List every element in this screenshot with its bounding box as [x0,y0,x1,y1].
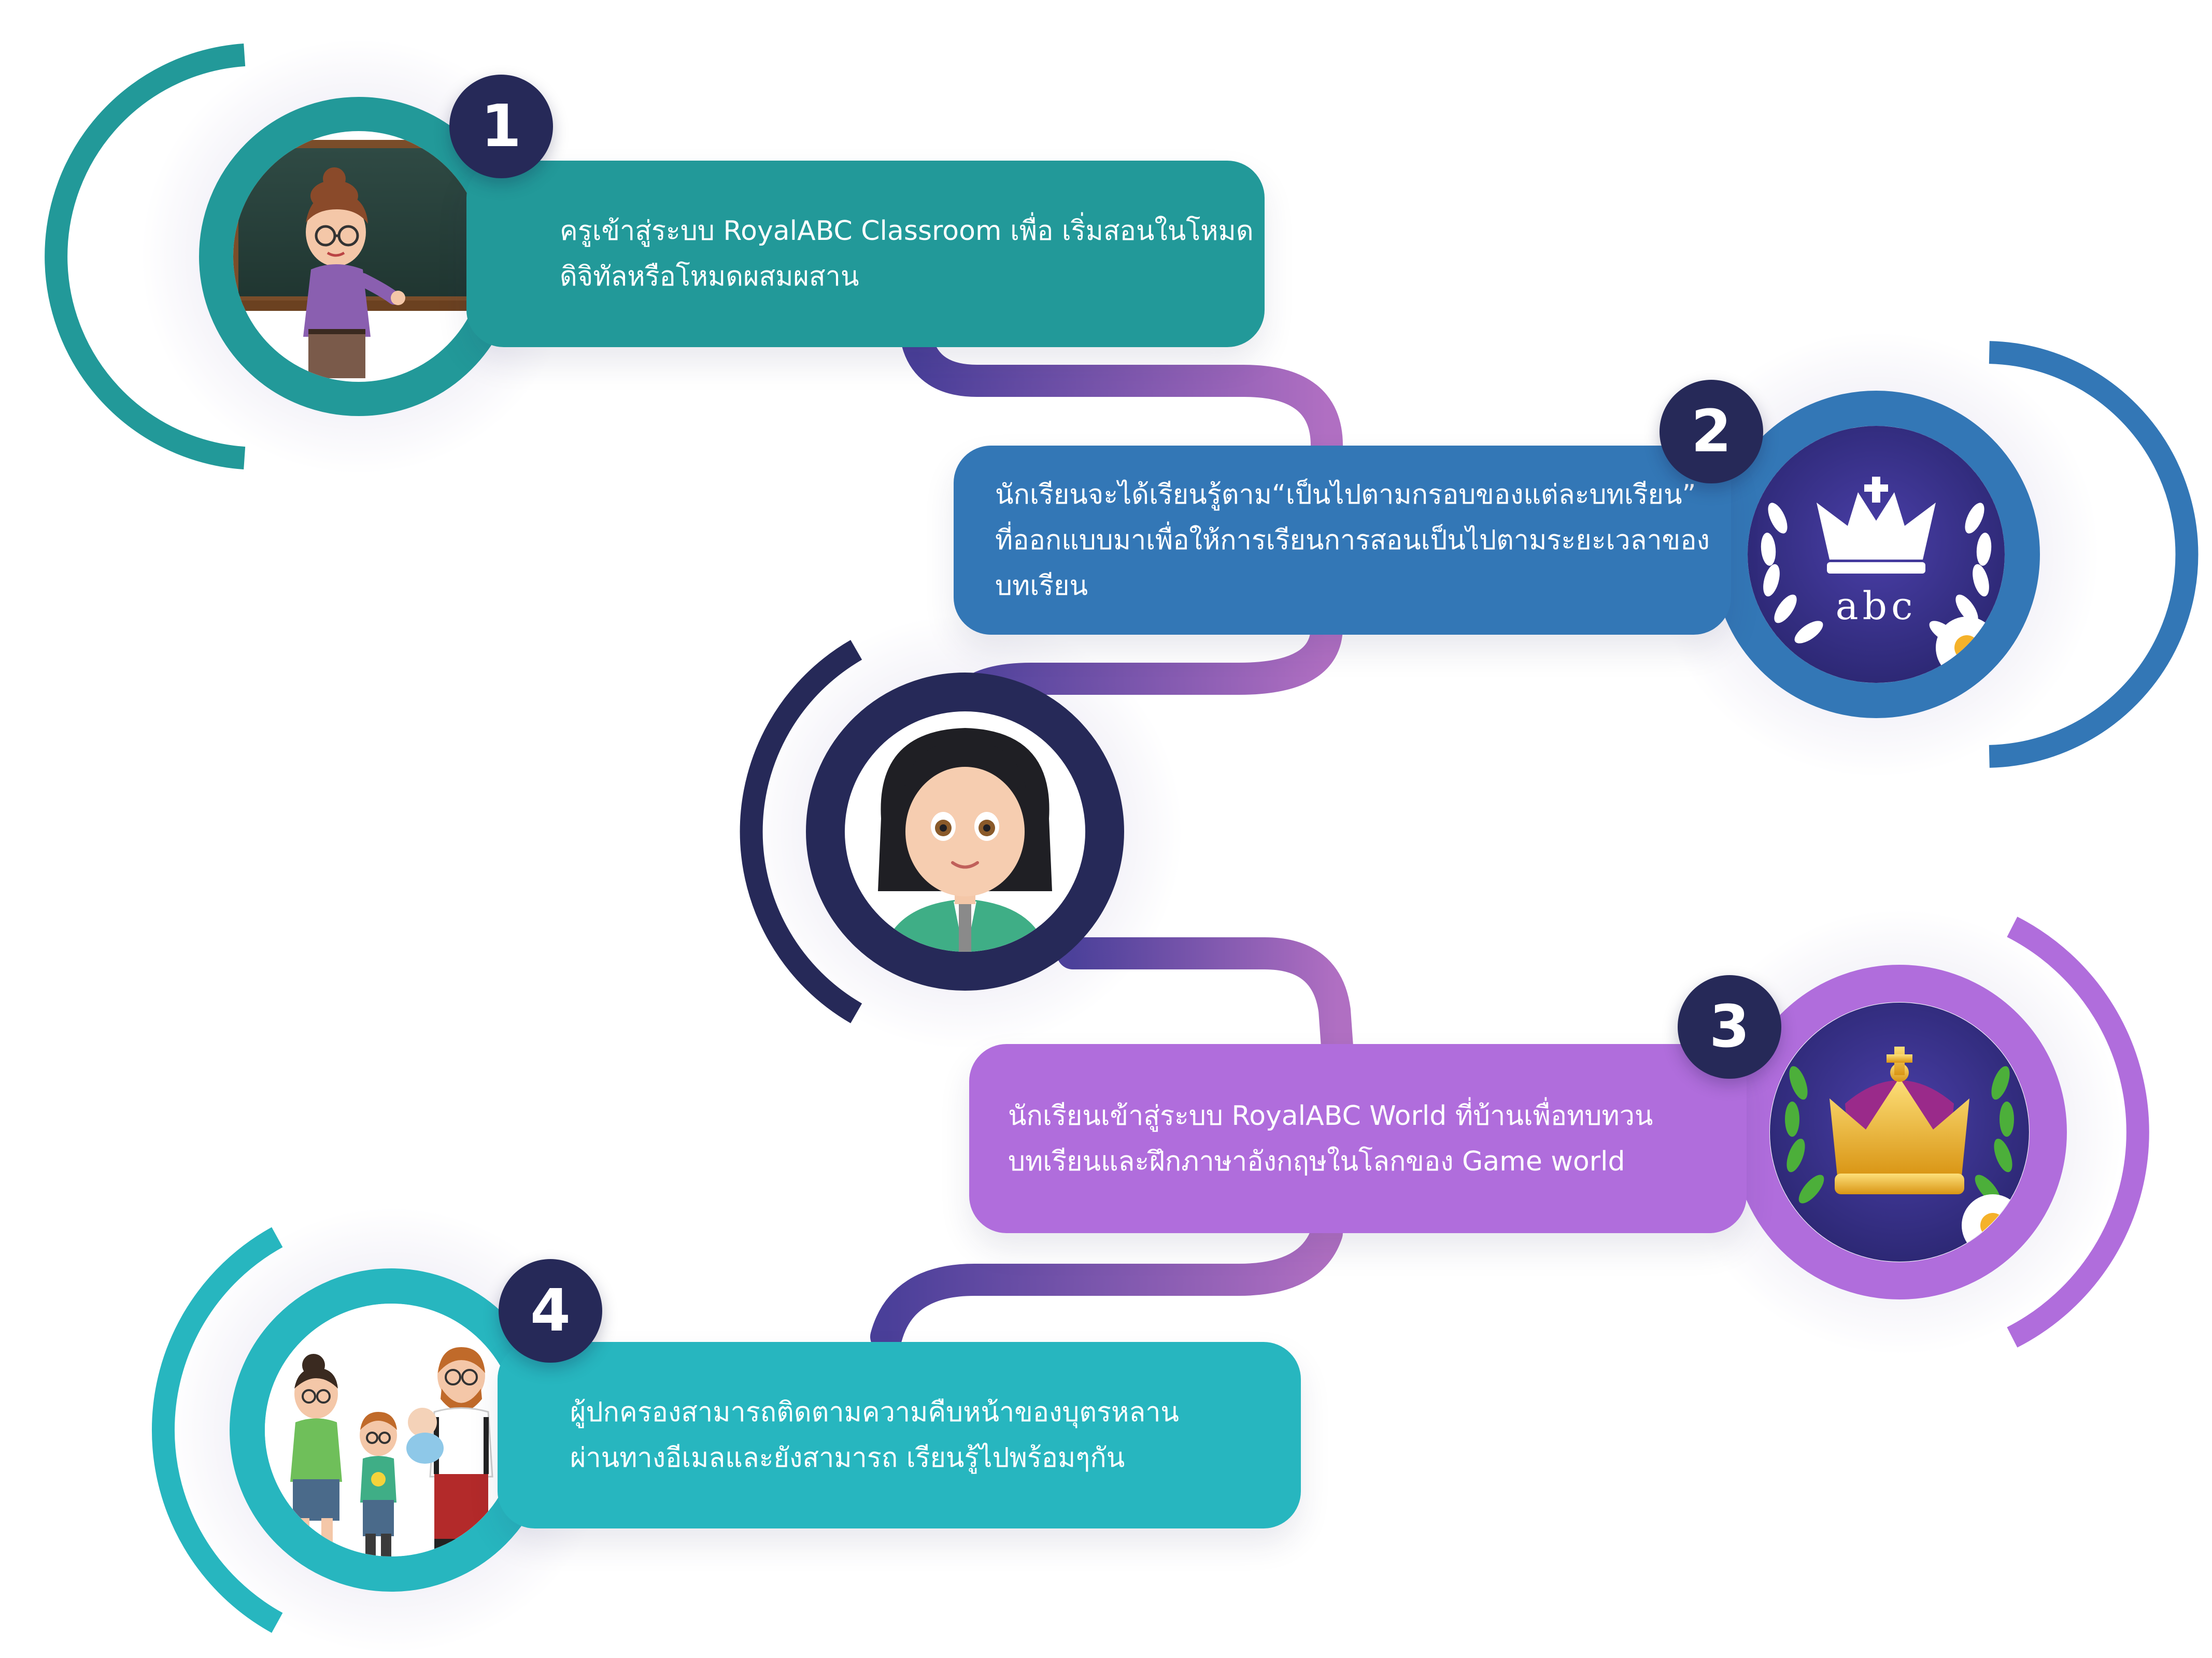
step-2-line-2: ที่ออกแบบมาเพื่อให้การเรียนการสอนเป็นไปต… [995,524,1710,556]
parents-and-children-family-icon [265,1304,518,1556]
step-4-line-2: ผ่านทางอีเมลและยังสามารถ เรียนรู้ไปพร้อม… [570,1442,1125,1474]
step-1-number-badge: 1 [449,75,553,178]
outer-arc-2 [1989,341,2199,768]
step-1-line-1: ครูเข้าสู่ระบบ RoyalABC Classroom เพื่อ … [560,216,1254,247]
connector-1-2 [901,326,1343,462]
step-3-line-1: นักเรียนเข้าสู่ระบบ RoyalABC World ที่บ้… [1008,1100,1653,1132]
step-2-line-3: บทเรียน [995,570,1088,602]
outer-arc-1 [45,43,246,470]
outer-arc-4 [152,1227,283,1633]
gold-crown-game-world-icon [1770,1003,2029,1262]
connector-avatar-3 [1057,937,1353,1063]
step-card-2: นักเรียนจะได้เรียนรู้ตาม“เป็นไปตามกรอบขอ… [954,446,1731,635]
step-card-1: ครูเข้าสู่ระบบ RoyalABC Classroom เพื่อ … [466,161,1265,347]
outer-arc-3 [2007,917,2149,1348]
step-1-line-2: ดิจิทัลหรือโหมดผสมผสาน [560,261,859,292]
royal-abc-crown-logo-icon: abc [1748,426,2005,683]
outer-arc-avatar [740,640,862,1023]
step-3-line-2: บทเรียนและฝึกภาษาอังกฤษในโลกของ Game wor… [1008,1146,1625,1177]
step-4-number-badge: 4 [499,1259,602,1363]
step-4-line-1: ผู้ปกครองสามารถติดตามความคืบหน้าของบุตรห… [570,1397,1179,1428]
step-2-number-badge: 2 [1660,380,1763,483]
step-2-line-1: นักเรียนจะได้เรียนรู้ตาม“เป็นไปตามกรอบขอ… [995,479,1696,510]
step-3-number-badge: 3 [1678,975,1781,1079]
student-girl-avatar-icon [845,711,1085,952]
step-card-4: ผู้ปกครองสามารถติดตามความคืบหน้าของบุตรห… [498,1342,1301,1528]
teacher-at-chalkboard-icon [233,131,484,382]
connector-3-4 [870,1217,1343,1353]
step-card-3: นักเรียนเข้าสู่ระบบ RoyalABC World ที่บ้… [969,1044,1747,1233]
logo-text: abc [1836,584,1917,628]
